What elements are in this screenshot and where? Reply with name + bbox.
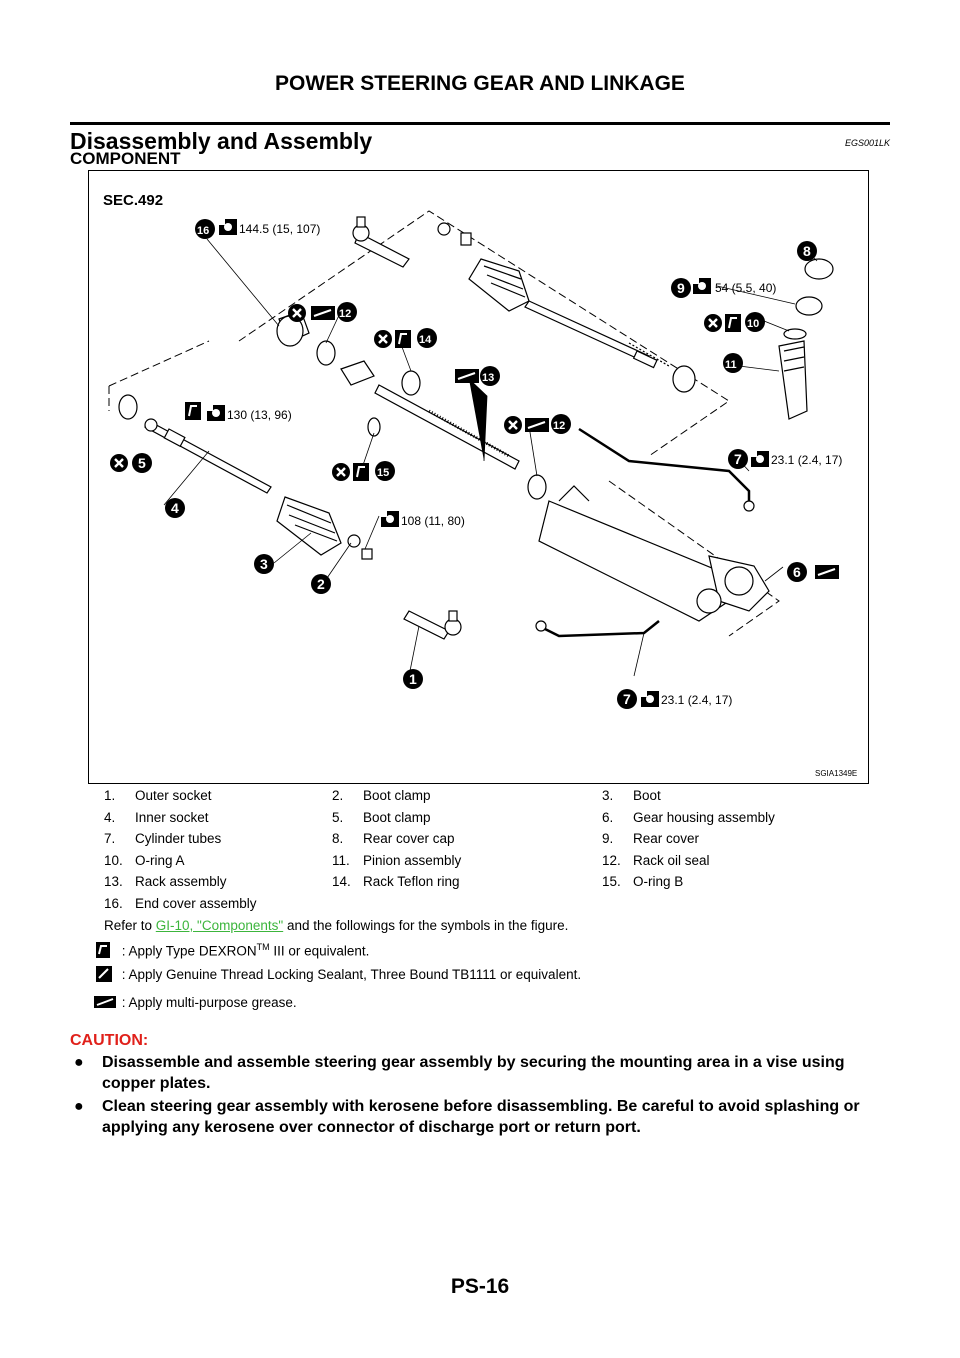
svg-text:12: 12 bbox=[339, 308, 351, 320]
svg-text:5: 5 bbox=[138, 455, 146, 471]
svg-text:10: 10 bbox=[747, 318, 759, 330]
exploded-view-figure: SEC.492 bbox=[88, 170, 869, 784]
callout-1: 1 bbox=[403, 669, 423, 689]
svg-text:7: 7 bbox=[623, 691, 631, 707]
svg-text:3: 3 bbox=[260, 556, 268, 572]
torque-9: 54 (5.5, 40) bbox=[715, 281, 776, 295]
refer-note: Refer to GI-10, "Components" and the fol… bbox=[104, 918, 569, 933]
header-rule bbox=[70, 122, 890, 125]
section-title: Disassembly and Assembly bbox=[70, 128, 373, 154]
callout-5: 5 bbox=[132, 453, 152, 473]
exploded-view-drawing: SEC.492 bbox=[103, 192, 857, 778]
torque-7b: 23.1 (2.4, 17) bbox=[661, 693, 732, 707]
sealant-icon bbox=[96, 966, 112, 983]
parts-row: 1.Outer socket 2.Boot clamp 3.Boot bbox=[104, 788, 661, 803]
parts-row: 13.Rack assembly 14.Rack Teflon ring 15.… bbox=[104, 874, 684, 889]
callout-3: 3 bbox=[254, 554, 274, 574]
parts-row: 16.End cover assembly bbox=[104, 895, 257, 911]
torque-130: 130 (13, 96) bbox=[227, 408, 292, 422]
callout-7a: 7 bbox=[728, 449, 748, 469]
svg-text:7: 7 bbox=[734, 451, 742, 467]
callout-10: 10 bbox=[745, 312, 765, 332]
page-header: POWER STEERING GEAR AND LINKAGE bbox=[275, 72, 685, 95]
svg-text:9: 9 bbox=[677, 280, 685, 296]
svg-text:4: 4 bbox=[171, 500, 179, 516]
parts-row: 7.Cylinder tubes 8.Rear cover cap 9.Rear… bbox=[104, 831, 700, 846]
callout-4: 4 bbox=[165, 498, 185, 518]
svg-text:15: 15 bbox=[377, 467, 389, 479]
torque-108: 108 (11, 80) bbox=[401, 514, 465, 528]
section-code: EGS001LK bbox=[844, 138, 890, 148]
svg-text:16: 16 bbox=[197, 225, 209, 237]
caution-label: CAUTION: bbox=[70, 1032, 149, 1049]
callout-9: 9 bbox=[671, 278, 691, 298]
fluid-icon bbox=[96, 942, 110, 959]
sec-label: SEC.492 bbox=[103, 192, 163, 209]
symbol-sealant: : Apply Genuine Thread Locking Sealant, … bbox=[94, 966, 581, 986]
gi-10-components-link[interactable]: GI-10, "Components" bbox=[155, 918, 284, 933]
section-subtitle: COMPONENT bbox=[70, 149, 181, 168]
callout-15: 15 bbox=[375, 461, 395, 481]
svg-text:11: 11 bbox=[725, 359, 737, 371]
figure-id: SGIA1349E bbox=[815, 769, 857, 778]
parts-row: 4.Inner socket 5.Boot clamp 6.Gear housi… bbox=[104, 809, 775, 825]
svg-text:12: 12 bbox=[553, 420, 565, 432]
svg-text:1: 1 bbox=[409, 671, 417, 687]
callout-11: 11 bbox=[723, 353, 743, 373]
callout-7b: 7 bbox=[617, 689, 637, 709]
symbol-fluid: : Apply Type DEXRONTM III or equivalent. bbox=[94, 942, 369, 962]
callout-8: 8 bbox=[797, 241, 817, 261]
callout-16: 16 bbox=[195, 219, 215, 239]
callout-2: 2 bbox=[311, 574, 331, 594]
callout-6: 6 bbox=[787, 562, 807, 582]
callout-12a: 12 bbox=[337, 302, 357, 322]
callout-14: 14 bbox=[417, 328, 437, 348]
svg-text:13: 13 bbox=[482, 372, 494, 384]
svg-text:14: 14 bbox=[419, 334, 432, 346]
svg-text:8: 8 bbox=[803, 243, 811, 259]
parts-row: 10.O-ring A 11.Pinion assembly 12.Rack o… bbox=[104, 852, 710, 868]
callout-13: 13 bbox=[480, 366, 500, 386]
torque-7a: 23.1 (2.4, 17) bbox=[771, 453, 842, 467]
grease-icon bbox=[94, 996, 116, 1009]
torque-16: 144.5 (15, 107) bbox=[239, 222, 320, 236]
svg-text:6: 6 bbox=[793, 564, 801, 580]
callout-12b: 12 bbox=[551, 414, 571, 434]
page-number: PS-16 bbox=[450, 1275, 510, 1298]
parts-list: 1.Outer socket 2.Boot clamp 3.Boot 4.Inn… bbox=[104, 788, 804, 917]
svg-text:2: 2 bbox=[317, 576, 325, 592]
symbol-grease: : Apply multi-purpose grease. bbox=[94, 994, 297, 1014]
